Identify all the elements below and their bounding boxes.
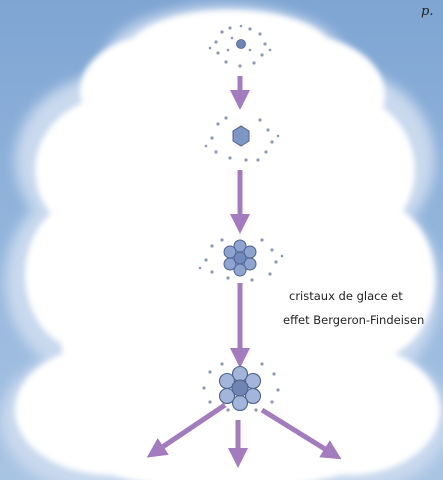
- page-mark: p.: [421, 4, 433, 19]
- caption-line-1: cristaux de glace et: [289, 289, 403, 303]
- caption-line-2: effet Bergeron-Findeisen: [283, 313, 424, 327]
- hexagonal-ice-crystal-large: [220, 367, 261, 411]
- hexagonal-ice-crystal-small: [233, 126, 249, 146]
- ice-nucleus: [237, 40, 246, 49]
